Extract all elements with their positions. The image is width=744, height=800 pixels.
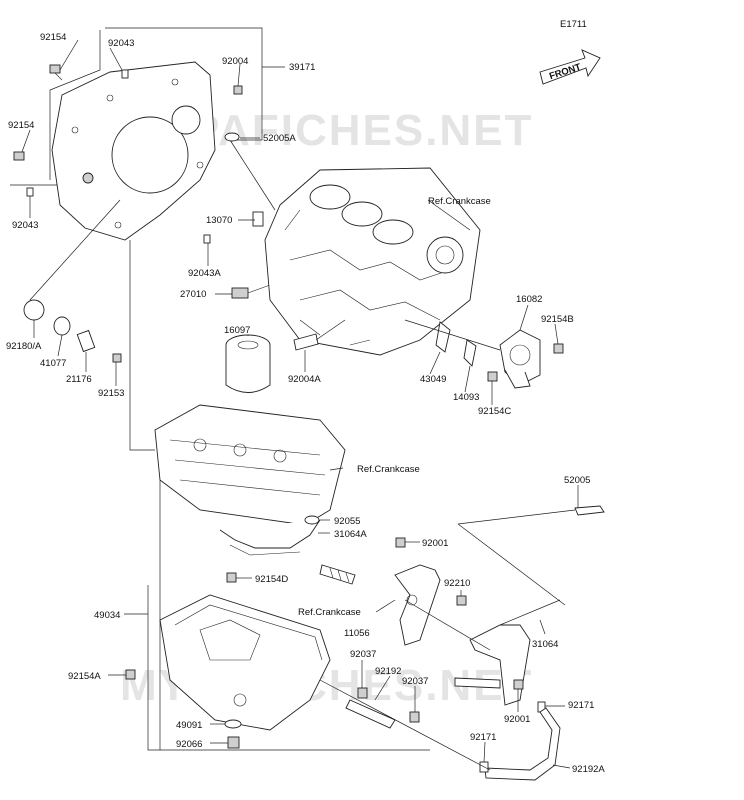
label-92154a: 92154A	[68, 671, 101, 682]
label-49091: 49091	[176, 720, 202, 731]
label-92037-a: 92037	[350, 649, 376, 660]
bracket-11056	[394, 564, 441, 646]
label-92154c: 92154C	[478, 406, 511, 417]
bolt-92154a	[125, 669, 136, 680]
bolt-92001-bottom	[513, 679, 524, 690]
bolt-92153	[112, 353, 122, 363]
drain-plug-92066	[227, 736, 240, 749]
label-92066: 92066	[176, 739, 202, 750]
stud-92004a	[293, 333, 319, 351]
crankcase-lower	[154, 404, 346, 526]
label-92154-a: 92154	[40, 32, 66, 43]
hose-92192	[345, 699, 396, 729]
spring-part	[319, 564, 356, 585]
ref-crankcase-low: Ref.Crankcase	[298, 607, 361, 618]
label-92180a: 92180/A	[6, 341, 42, 352]
valve-21176	[76, 329, 96, 353]
label-92171-a: 92171	[568, 700, 594, 711]
dowel-92043-top	[121, 69, 129, 79]
ref-crankcase-mid: Ref.Crankcase	[357, 464, 420, 475]
o-ring-52005a	[224, 132, 240, 142]
label-16082: 16082	[516, 294, 542, 305]
front-arrow-icon: FRONT	[539, 49, 601, 85]
sensor-27010	[231, 284, 271, 299]
bolt-92154-left	[13, 151, 25, 161]
label-52005a: 52005A	[263, 133, 296, 144]
label-92037-b: 92037	[402, 676, 428, 687]
label-41077: 41077	[40, 358, 66, 369]
bolt-92154b	[553, 343, 564, 354]
label-92154-b: 92154	[8, 120, 34, 131]
label-49034: 49034	[94, 610, 120, 621]
ref-crankcase-top: Ref.Crankcase	[428, 196, 491, 207]
label-92192: 92192	[375, 666, 401, 677]
label-31064: 31064	[532, 639, 558, 650]
label-39171: 39171	[289, 62, 315, 73]
clamp-92037-b	[409, 711, 420, 723]
oil-filter-16097	[225, 334, 271, 393]
label-92004: 92004	[222, 56, 248, 67]
clamp-92037-a	[357, 687, 368, 699]
rear-plate	[51, 61, 216, 241]
label-92154b: 92154B	[541, 314, 574, 325]
label-92001-b: 92001	[504, 714, 530, 725]
label-92154d: 92154D	[255, 574, 288, 585]
label-43049: 43049	[420, 374, 446, 385]
label-14093: 14093	[453, 392, 479, 403]
tube-13070	[252, 211, 264, 227]
label-21176: 21176	[66, 374, 92, 385]
label-92004a: 92004A	[288, 374, 321, 385]
label-92153: 92153	[98, 388, 124, 399]
hose-pipe-center	[454, 677, 501, 689]
bolt-92210	[456, 595, 467, 606]
gasket-92180a	[23, 299, 45, 321]
bolt-92001-top	[395, 537, 406, 548]
label-92001-a: 92001	[422, 538, 448, 549]
oil-pan-49034	[159, 594, 331, 731]
cap-41077	[53, 316, 71, 336]
oil-pump-16082	[499, 329, 541, 389]
hose-92192a	[484, 707, 561, 781]
gasket-49091	[224, 719, 242, 729]
label-92043-b: 92043	[12, 220, 38, 231]
bolt-92154d	[226, 572, 237, 583]
bolt-92154-top	[49, 64, 63, 81]
label-16097: 16097	[224, 325, 250, 336]
label-92210: 92210	[444, 578, 470, 589]
dowel-92043-left	[26, 187, 34, 197]
label-92043a: 92043A	[188, 268, 221, 279]
bolt-92154c	[487, 371, 498, 382]
label-27010: 27010	[180, 289, 206, 300]
label-31064a: 31064A	[334, 529, 367, 540]
diagram-code: E1711	[560, 19, 587, 30]
bracket-top	[105, 27, 263, 62]
dowel-92043a	[203, 234, 211, 244]
label-92055: 92055	[334, 516, 360, 527]
dipstick-52005	[457, 505, 605, 525]
label-92043-a: 92043	[108, 38, 134, 49]
o-ring-92055	[304, 515, 320, 525]
stud-92004	[233, 85, 243, 95]
gasket-43049	[435, 321, 451, 353]
crankcase-upper	[264, 167, 481, 356]
label-13070: 13070	[206, 215, 232, 226]
label-92171-b: 92171	[470, 732, 496, 743]
oil-pipe-31064a	[219, 519, 321, 556]
plate-14093	[463, 339, 477, 367]
label-52005: 52005	[564, 475, 590, 486]
label-92192a: 92192A	[572, 764, 605, 775]
label-11056: 11056	[344, 628, 370, 639]
